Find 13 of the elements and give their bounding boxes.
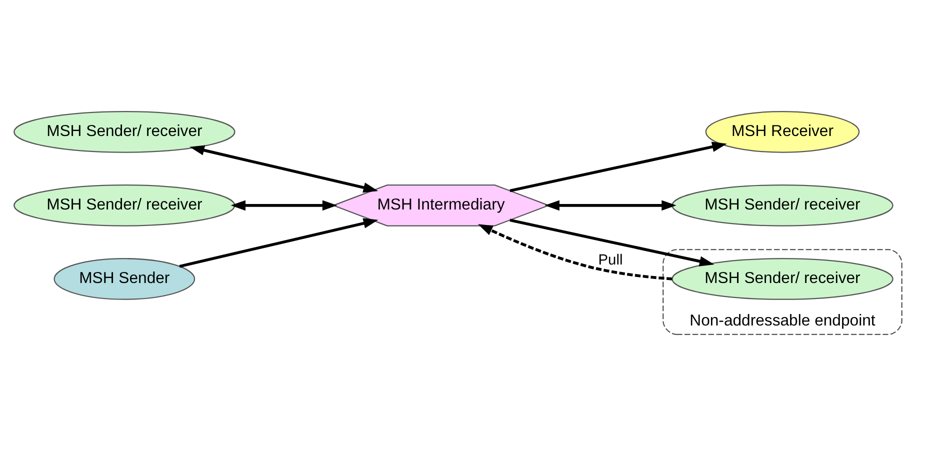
arrow xyxy=(179,218,378,268)
arrow xyxy=(230,200,338,210)
node-ellipse: MSH Sender/ receiver xyxy=(14,184,236,226)
arrow xyxy=(510,141,727,192)
node-ellipse: MSH Sender/ receiver xyxy=(14,110,236,152)
node-ellipse: MSH Sender/ receiver xyxy=(672,184,894,226)
arrow xyxy=(478,224,672,280)
arrow xyxy=(510,218,714,266)
node-ellipse: MSH Sender/ receiver xyxy=(672,258,894,300)
edge-label: Pull xyxy=(598,252,623,268)
node-ellipse: MSH Sender xyxy=(54,258,196,300)
arrow xyxy=(190,144,378,192)
arrow xyxy=(544,200,676,210)
